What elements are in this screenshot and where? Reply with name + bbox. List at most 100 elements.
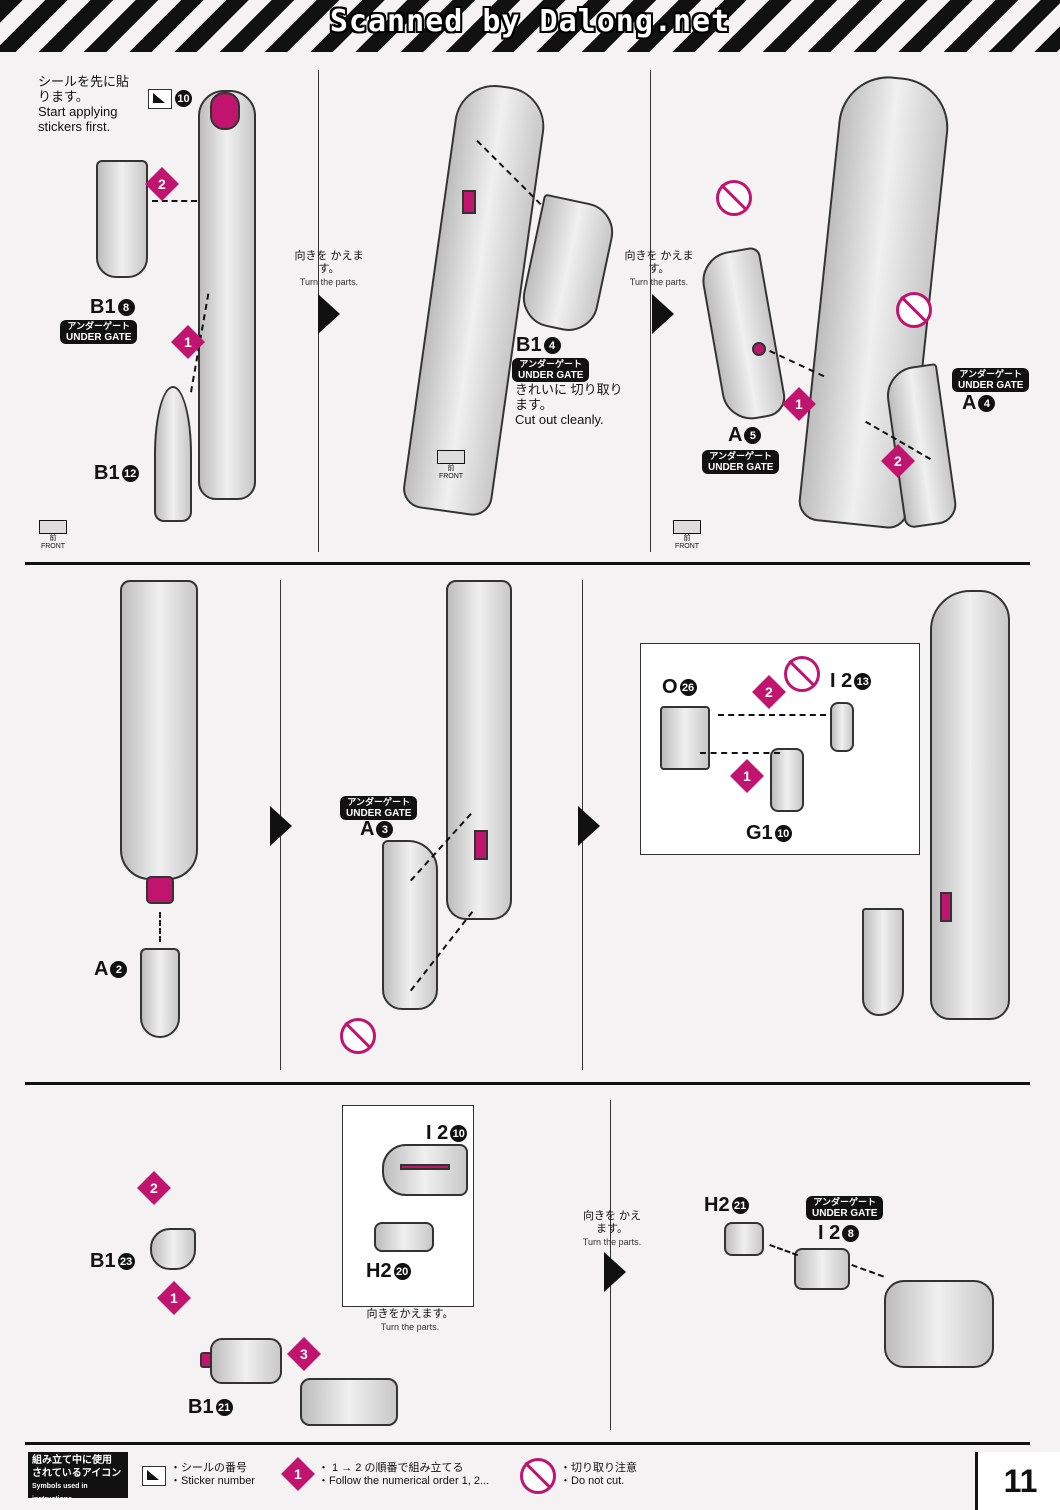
part-a-2 [140,948,180,1038]
assembly-arrow [718,714,826,716]
turn-parts-note: 向きを かえます。Turn the parts. [294,250,364,287]
step-marker-1: 1 [730,759,764,793]
peg [200,1352,212,1368]
next-arrow [652,294,674,334]
column-divider [650,70,651,552]
part-i2-8 [794,1248,850,1290]
sticker-note-en: Start applying stickers first. [38,104,118,134]
assembly-arrow [152,200,197,202]
assembly-arrow [769,1244,799,1257]
no-cut-icon [716,180,752,216]
sticker-area [940,892,952,922]
no-cut-icon [896,292,932,328]
step-marker-2: 2 [145,167,179,201]
sticker-area [400,1164,450,1170]
legend-nocut: ・切り取り注意・Do not cut. [560,1462,637,1487]
cut-cleanly-jp: きれいに 切り取ります。 [515,382,623,412]
part-b1-23 [150,1228,196,1270]
part-assembled-detail [862,908,904,1016]
part-o-26 [660,706,710,770]
cut-cleanly-en: Cut out cleanly. [515,412,604,427]
sticker-icon [142,1466,166,1486]
joint-pink [146,876,174,904]
step-marker-2: 2 [137,1171,171,1205]
sticker-area [462,190,476,214]
part-b1-12 [154,386,192,522]
leg-assembly [198,90,256,500]
step-marker-1: 1 [782,387,816,421]
turn-parts-note: 向きを かえます。Turn the parts. [582,1210,642,1247]
sticker-area [210,92,240,130]
legend-sticker: ・シールの番号・Sticker number [170,1462,255,1487]
no-cut-icon [520,1458,556,1494]
next-arrow [318,294,340,334]
part-i2-10 [382,1144,468,1196]
sticker-area [474,830,488,860]
sticker-note-jp: シールを先に貼ります。 [38,74,130,104]
part-a-3 [382,840,438,1010]
page-number: 11 [975,1452,1060,1510]
leg-assembly [120,580,198,880]
peg [752,342,766,356]
row-divider [25,562,1030,565]
leg-assembly [930,590,1010,1020]
no-cut-icon [340,1018,376,1054]
scan-credit: Scanned by Dalong.net [329,4,731,39]
part-g1-10 [770,748,804,812]
turn-parts-note: 向きを かえます。Turn the parts. [624,250,694,287]
part-i2-13 [830,702,854,752]
legend-order: ・ 1 → 2 の順番で組み立てる・Follow the numerical o… [318,1462,490,1487]
part-b1-8 [96,160,148,278]
step-marker-3: 3 [287,1337,321,1371]
part-a-5 [697,245,789,425]
part-h2-20 [374,1222,434,1252]
part-assembly-hand [884,1280,994,1368]
step-marker-2: 2 [752,675,786,709]
step-marker-2: 2 [881,444,915,478]
assembly-arrow [851,1264,884,1278]
part-b1-21 [210,1338,282,1384]
turn-parts-note: 向きをかえます。Turn the parts. [366,1308,454,1332]
part-assembly-hand [300,1378,398,1426]
next-arrow [578,806,600,846]
row-divider [25,1082,1030,1085]
step-marker-1: 1 [171,325,205,359]
part-b1-4 [517,193,619,337]
sticker-number: 10 [175,90,192,107]
next-arrow [604,1252,626,1292]
next-arrow [270,806,292,846]
legend-title: 組み立て中に使用 されているアイコン Symbols used in instr… [28,1452,128,1503]
part-h2-21 [724,1222,764,1256]
sticker-icon [148,89,172,109]
hazard-stripe-header [0,0,1060,52]
assembly-arrow [700,752,780,754]
no-cut-icon [784,656,820,692]
assembly-arrow [159,912,161,942]
step-marker-sample: 1 [281,1457,315,1491]
step-marker-1: 1 [157,1281,191,1315]
